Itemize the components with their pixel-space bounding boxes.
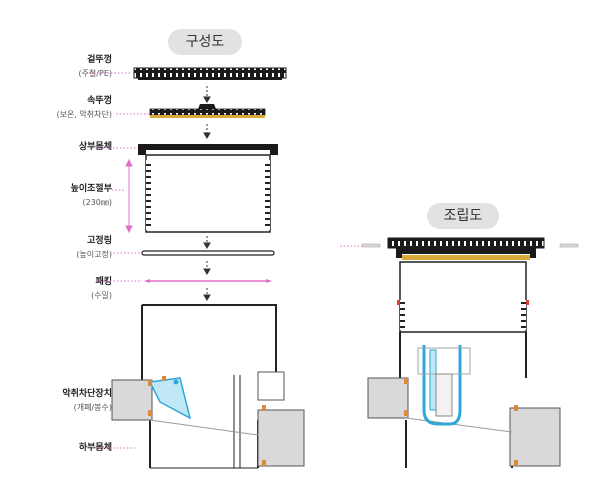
label-inner-cover: 속뚜껑 (보온, 악취차단) [2, 96, 113, 120]
label-height-adjuster: 높이조절부 (230㎜) [2, 184, 112, 208]
label-title: 패킹 [95, 277, 112, 287]
arrow-down-icon [203, 261, 211, 275]
label-sub: (개폐/봉수) [73, 403, 112, 412]
leader-lines [90, 72, 380, 449]
label-sub: (높이고정) [76, 250, 112, 259]
composition-title: 구성도 [168, 29, 242, 55]
label-title: 겉뚜껑 [87, 55, 112, 65]
upper-body [138, 144, 278, 233]
label-odor-blocker: 악취차단장치 (개폐/봉수) [2, 389, 112, 413]
label-title: 상부몸체 [78, 142, 112, 152]
arrow-down-icon [203, 86, 211, 103]
label-title: 속뚜껑 [87, 96, 112, 106]
label-fixing-ring: 고정링 (높이고정) [2, 236, 112, 260]
label-title: 악취차단장치 [62, 389, 112, 399]
inner-cover [149, 104, 266, 118]
odor-blocker [148, 377, 192, 420]
label-packing: 패킹 (수밀) [2, 277, 112, 301]
pipe-right [149, 371, 305, 467]
label-title: 하부몸체 [78, 443, 112, 453]
label-sub: (보온, 악취차단) [56, 110, 113, 119]
label-lower-body: 하부몸체 [2, 443, 112, 454]
label-title: 고정링 [87, 236, 112, 246]
label-sub: (수밀) [91, 291, 112, 300]
label-sub: (230㎜) [82, 198, 112, 207]
label-outer-cover: 겉뚜껑 (주철/PE) [2, 55, 112, 79]
arrow-down-icon [203, 124, 211, 139]
packing [144, 279, 272, 283]
label-title: 높이조절부 [70, 184, 112, 194]
bolts [148, 376, 266, 466]
assembly-drawing [361, 237, 579, 468]
arrow-down-icon [203, 236, 211, 249]
lower-body [141, 304, 277, 469]
arrow-down-icon [203, 288, 211, 301]
height-dimension [125, 158, 133, 234]
assembly-title: 조립도 [427, 203, 499, 229]
label-upper-body: 상부몸체 [2, 142, 112, 153]
pipe-left [111, 379, 153, 421]
outer-cover [133, 67, 287, 80]
label-sub: (주철/PE) [78, 69, 112, 78]
fixing-ring [141, 250, 275, 256]
